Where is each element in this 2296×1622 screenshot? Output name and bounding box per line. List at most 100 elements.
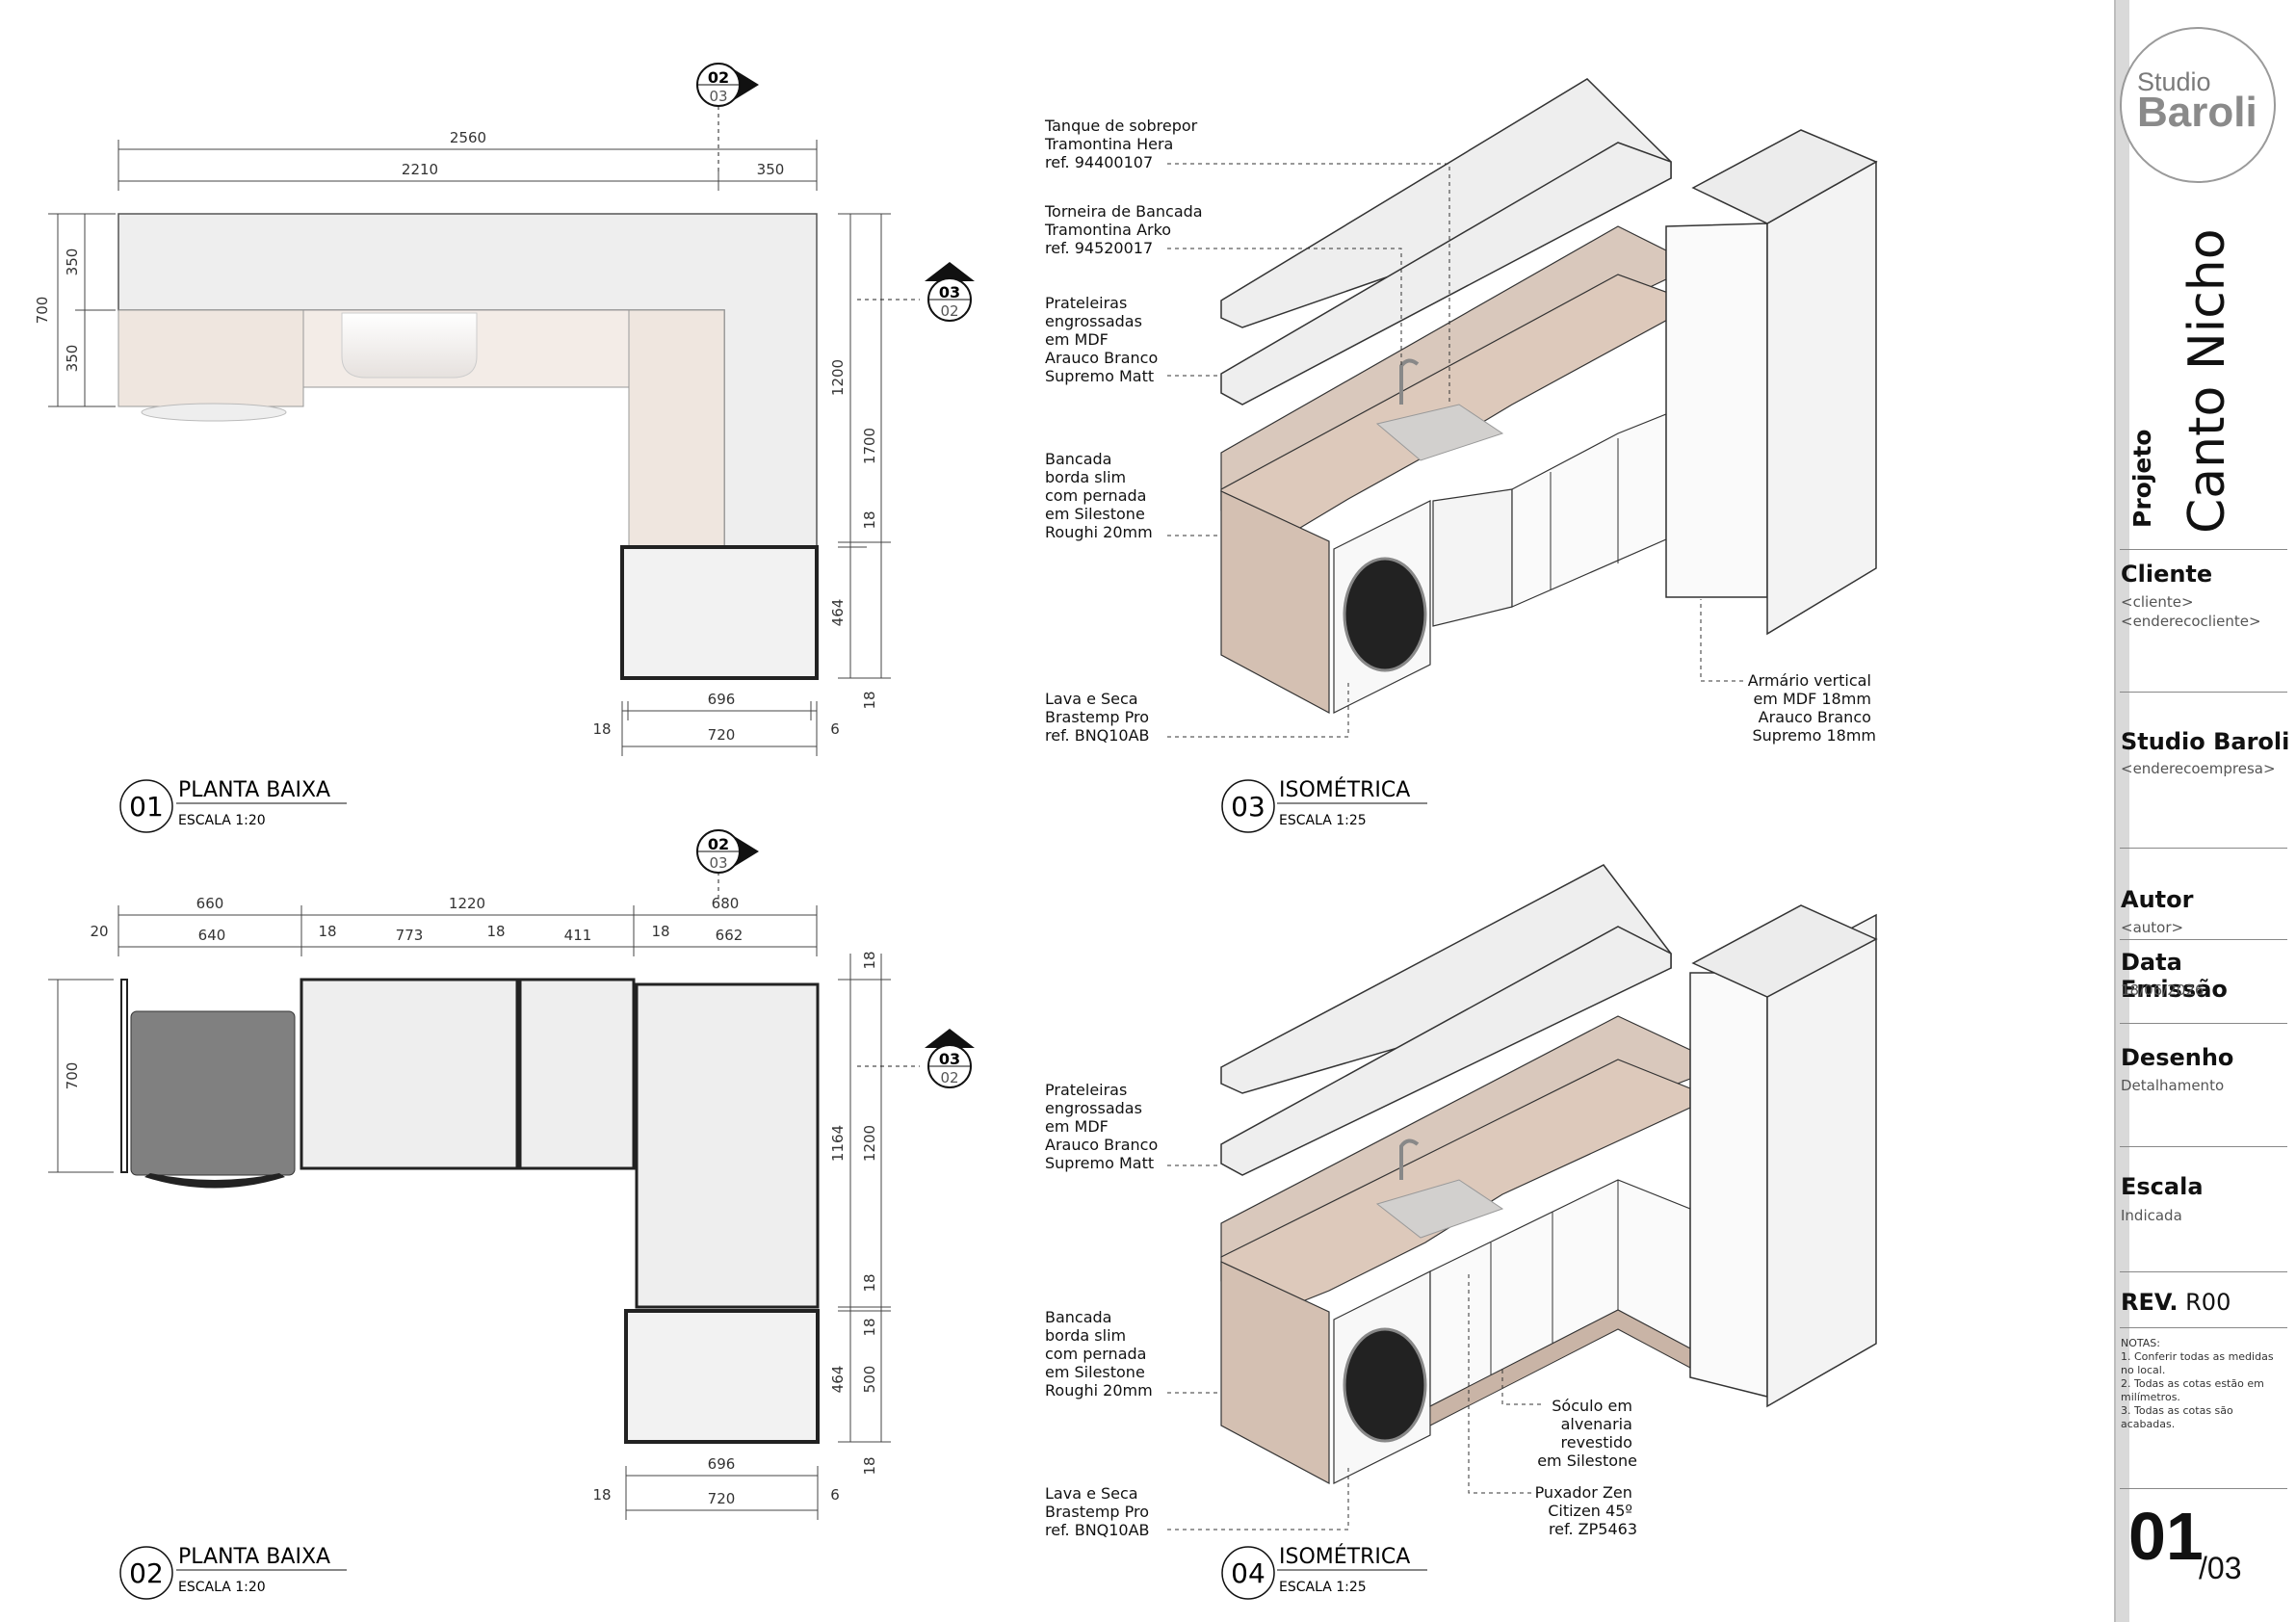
plan1-dim-right: 350	[757, 161, 785, 178]
plan1-dim-total: 2560	[450, 129, 486, 146]
author-heading: Autor	[2121, 886, 2194, 913]
iso4-label-prateleiras: Prateleiras engrossadas em MDF Arauco Br…	[1045, 1081, 1162, 1172]
iso3-label-bancada: Bancada borda slim com pernada em Silest…	[1045, 450, 1153, 541]
svg-text:ESCALA 1:25: ESCALA 1:25	[1279, 1580, 1367, 1595]
drawing-value: Detalhamento	[2121, 1077, 2225, 1094]
plan2-washer-door	[144, 1173, 285, 1189]
svg-text:03: 03	[1231, 791, 1265, 823]
plan2-dim-720: 720	[708, 1490, 736, 1507]
plan1-dim-350b: 350	[64, 345, 81, 373]
scale-heading: Escala	[2121, 1173, 2204, 1200]
iso3-label-armario: Armário vertical em MDF 18mm Arauco Bran…	[1748, 671, 1876, 745]
client-name: <cliente>	[2121, 593, 2194, 611]
plan2-dim-662: 662	[716, 927, 744, 944]
studio-heading: Studio Baroli	[2121, 728, 2290, 755]
notes-heading: NOTAS:	[2121, 1337, 2160, 1349]
divider	[2120, 939, 2287, 940]
iso4-tall-cabinet-front	[1689, 972, 1768, 1398]
plan1-dim-depth: 700	[34, 297, 51, 325]
section-marker-2: 03 02	[857, 262, 975, 322]
iso3-label-tanque: Tanque de sobrepor Tramontina Hera ref. …	[1044, 117, 1202, 171]
plan2-washer	[130, 1010, 296, 1176]
revision: REV. R00	[2121, 1289, 2231, 1316]
divider	[2120, 549, 2287, 550]
iso3-shelf-middle	[1220, 142, 1672, 406]
plan2-dim-1220: 1220	[449, 895, 485, 912]
title-block	[2114, 0, 2296, 1622]
svg-text:ESCALA 1:20: ESCALA 1:20	[178, 813, 266, 828]
plan1-sink	[341, 312, 478, 379]
iso3-tall-cabinet-top	[1691, 129, 1878, 224]
plan2-dim-18top: 18	[861, 951, 878, 969]
plan2-dim-411: 411	[564, 927, 592, 944]
iso3-cabinet-front	[1511, 413, 1667, 608]
iso4-label-lava: Lava e Seca Brastemp Pro ref. BNQ10AB	[1045, 1484, 1154, 1539]
plan2-side-panel	[120, 979, 128, 1173]
section-marker-3: 02 03	[696, 829, 759, 903]
drawing-title-04: 04 ISOMÉTRICA ESCALA 1:25	[1221, 1544, 1427, 1600]
svg-text:03: 03	[939, 283, 960, 301]
plan2-cabinet-3	[635, 982, 820, 1309]
plan1-base-left	[117, 309, 304, 407]
section-marker-4: 03 02	[857, 1029, 975, 1088]
iso3-tall-cabinet-front	[1665, 222, 1768, 598]
plan-02: 660 1220 680 20 640 18 773 18 411 18 662…	[48, 829, 975, 1600]
plan2-dim-696: 696	[708, 1455, 736, 1473]
section-marker-1: 02 03	[696, 63, 759, 171]
iso3-washer-door	[1343, 557, 1427, 672]
iso4-tall-cabinet-top	[1691, 904, 1878, 998]
iso4-cabinet-side	[1220, 1261, 1330, 1485]
divider	[2120, 1488, 2287, 1489]
plan2-dim-6: 6	[830, 1486, 840, 1504]
plan1-dim-1700: 1700	[861, 428, 878, 464]
svg-text:ESCALA 1:20: ESCALA 1:20	[178, 1580, 266, 1595]
plan2-dim-18b: 18	[486, 923, 505, 940]
plan2-dim-18v-a: 18	[861, 1273, 878, 1292]
svg-text:02: 02	[940, 1069, 958, 1086]
iso3-cabinet-side	[1220, 490, 1330, 715]
plan1-dim-18b: 18	[861, 691, 878, 709]
iso4-sink	[1375, 1179, 1504, 1239]
svg-text:02: 02	[129, 1557, 164, 1589]
project-name: Canto Nicho	[2179, 228, 2236, 534]
revision-value: R00	[2185, 1289, 2231, 1316]
iso4-washer-door	[1343, 1327, 1427, 1443]
plan1-washer-door	[141, 403, 287, 422]
iso4-label-puxador: Puxador Zen Citizen 45º ref. ZP5463	[1535, 1483, 1637, 1538]
divider	[2120, 848, 2287, 849]
plan1-dim-left: 2210	[402, 161, 438, 178]
iso4-faucet	[1399, 1138, 1420, 1180]
svg-text:ISOMÉTRICA: ISOMÉTRICA	[1279, 777, 1410, 802]
plan1-dim-18: 18	[592, 720, 611, 738]
iso3-open-door	[1432, 488, 1513, 627]
plan1-dim-6: 6	[830, 720, 840, 738]
iso4-label-bancada: Bancada borda slim com pernada em Silest…	[1045, 1308, 1153, 1400]
divider	[2120, 1146, 2287, 1147]
plan2-dim-18a: 18	[318, 923, 336, 940]
note-1: 1. Conferir todas as medidas no local.	[2121, 1350, 2274, 1376]
date-value: 18/06/2026	[2121, 981, 2205, 999]
drawing-sheet: 2560 2210 350 700 350 350 1200 1700 18 4…	[34, 63, 1878, 1600]
svg-text:03: 03	[709, 854, 727, 872]
note-3: 3. Todas as cotas são acabadas.	[2121, 1404, 2233, 1430]
studio-logo	[2120, 27, 2276, 183]
plan2-dim-1164: 1164	[829, 1125, 847, 1162]
svg-text:PLANTA BAIXA: PLANTA BAIXA	[178, 1545, 330, 1569]
svg-text:02: 02	[940, 302, 958, 320]
client-address: <enderecocliente>	[2121, 613, 2261, 630]
plan1-dim-464: 464	[829, 599, 847, 627]
iso-03: Tanque de sobrepor Tramontina Hera ref. …	[1044, 78, 1878, 833]
plan2-dim-700: 700	[64, 1062, 81, 1090]
plan2-tall-cabinet	[624, 1309, 820, 1444]
client-heading: Cliente	[2121, 561, 2213, 588]
iso3-label-torneira: Torneira de Bancada Tramontina Arko ref.…	[1044, 202, 1208, 257]
iso4-shelf-middle	[1220, 926, 1672, 1176]
revision-label: REV.	[2121, 1289, 2179, 1316]
plan2-dim-500: 500	[861, 1366, 878, 1394]
divider	[2120, 1023, 2287, 1024]
plan2-dim-640: 640	[198, 927, 226, 944]
plan1-tall-cabinet	[620, 545, 819, 680]
divider	[2120, 1327, 2287, 1328]
iso3-label-lava: Lava e Seca Brastemp Pro ref. BNQ10AB	[1045, 690, 1154, 745]
svg-text:01: 01	[129, 791, 164, 823]
